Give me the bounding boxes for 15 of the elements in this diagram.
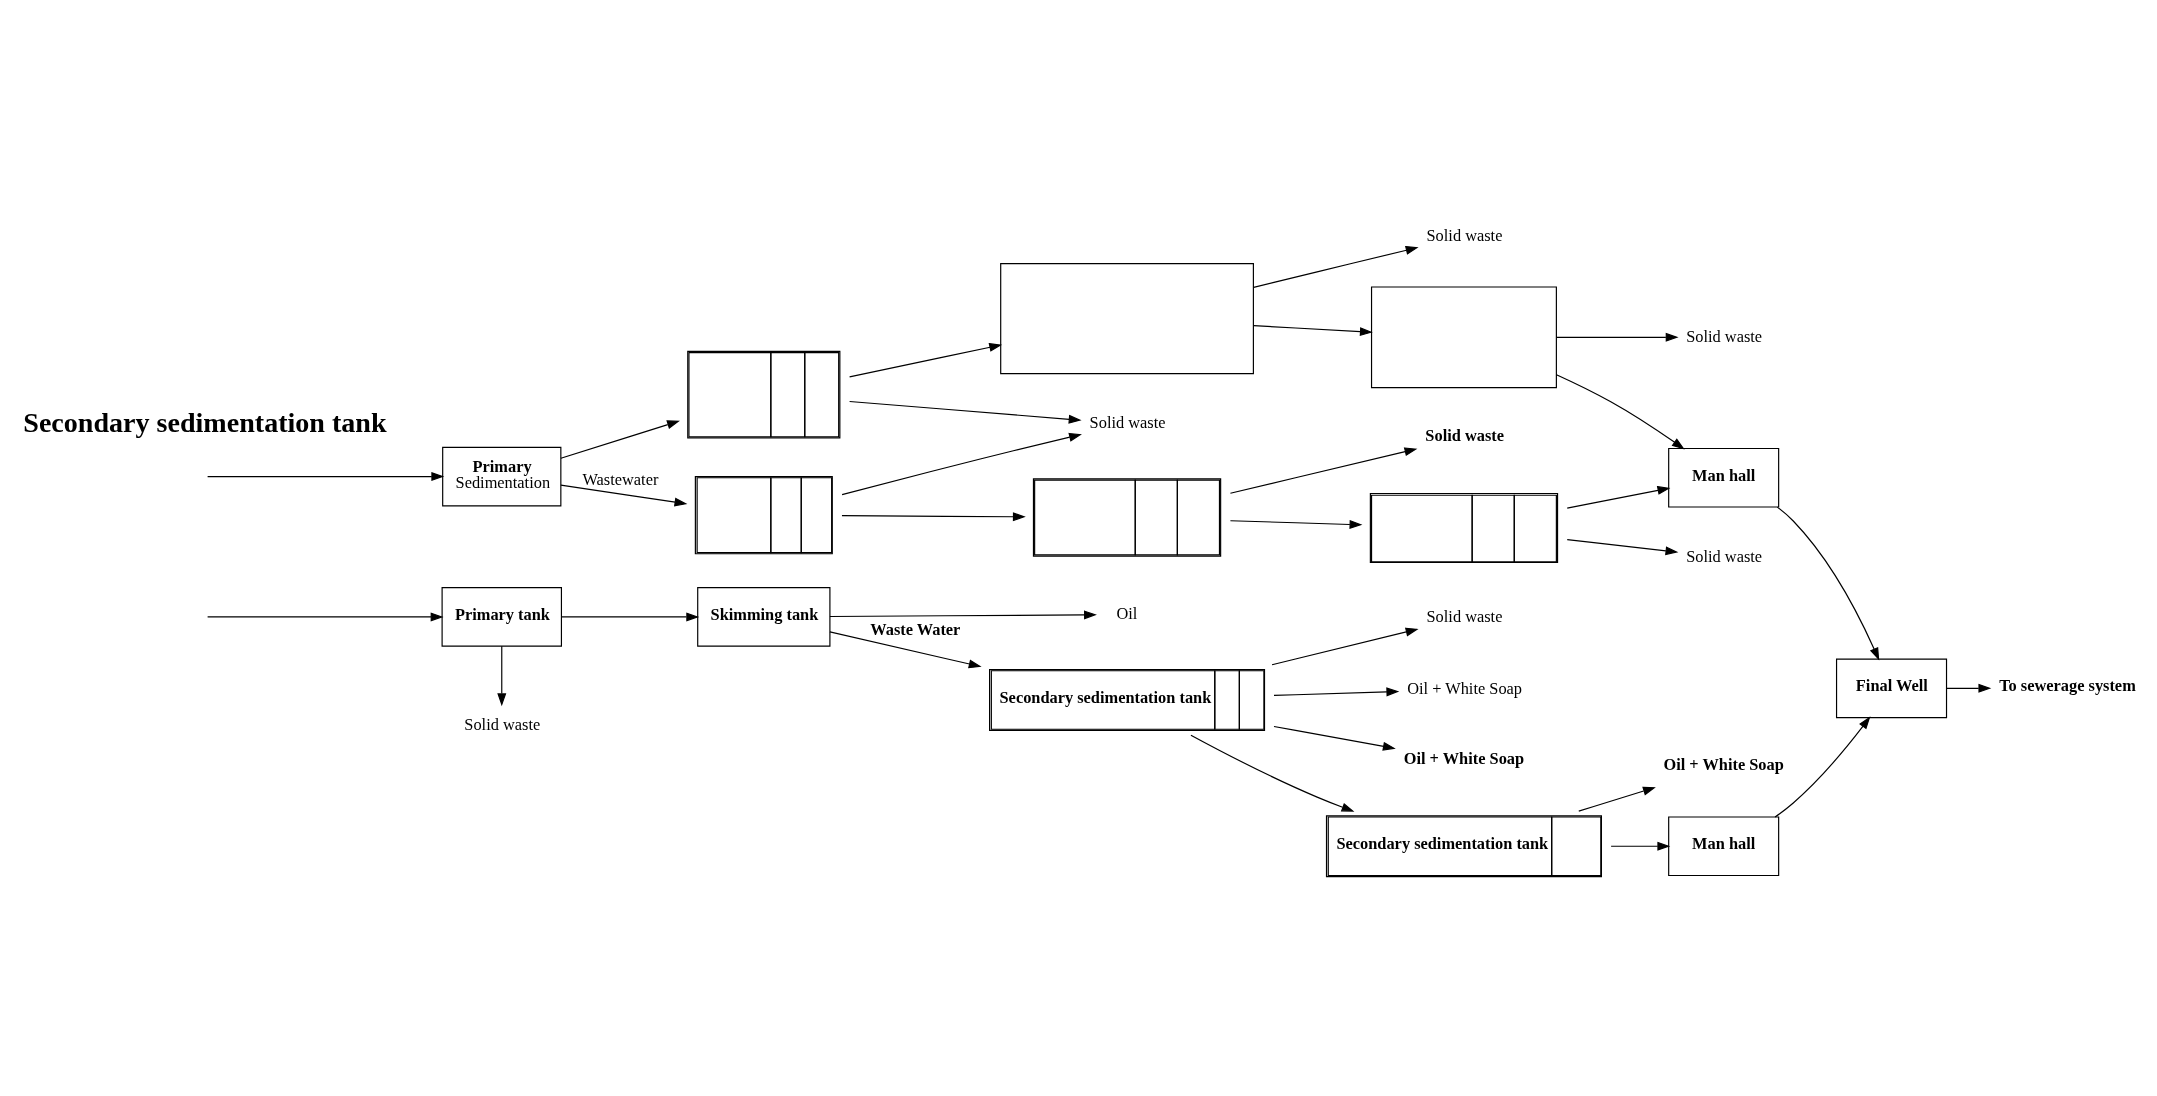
- edge-label: Wastewater: [582, 469, 659, 489]
- node-text: Solid waste: [1686, 326, 1763, 346]
- node-text: Solid waste: [1426, 225, 1503, 245]
- label: Secondary sedimentation tank: [23, 406, 387, 438]
- node-text: Oil + White Soap: [1407, 678, 1523, 698]
- node-text: Solid waste: [464, 714, 541, 734]
- node-text: Solid waste: [1426, 606, 1503, 626]
- node-text: To sewerage system: [1999, 675, 2136, 695]
- edge-label: Waste Water: [870, 619, 961, 639]
- node-text: Oil + White Soap: [1663, 754, 1784, 774]
- node-text: Solid waste: [1089, 412, 1166, 432]
- node-text: Oil + White Soap: [1403, 748, 1525, 768]
- node-text: Solid waste: [1686, 546, 1763, 566]
- node-text: Oil: [1116, 603, 1138, 623]
- node-text: Solid waste: [1425, 425, 1504, 445]
